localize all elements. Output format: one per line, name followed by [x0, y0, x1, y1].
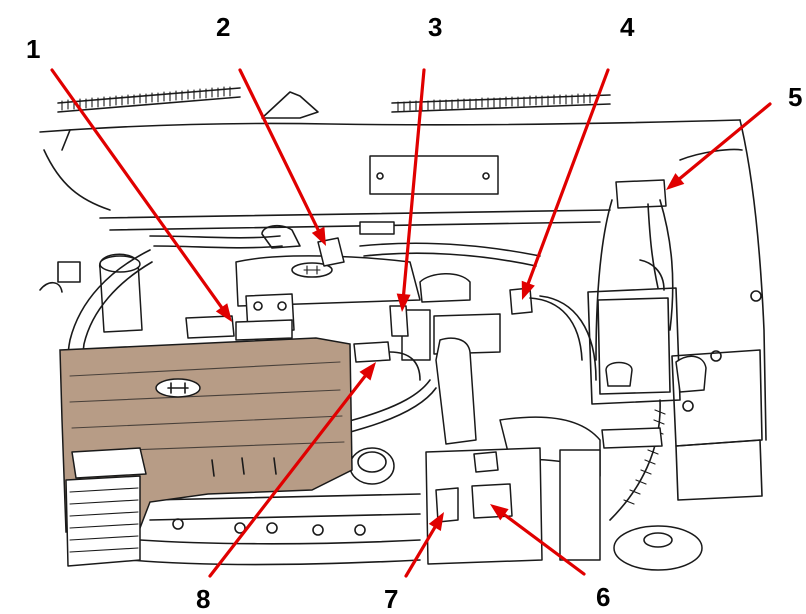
callout-arrow-head-7 [428, 512, 444, 532]
callout-arrow-shaft-7 [404, 525, 437, 578]
throttle-body-left [401, 309, 431, 361]
sensor-2-connector [317, 237, 345, 267]
hose-clamp [601, 427, 663, 449]
cowl-center-bracket [369, 155, 499, 195]
battery-terminal [605, 361, 633, 387]
engine-bay-line-art [39, 86, 767, 571]
hood-grille-strip-left [57, 86, 241, 113]
callout-arrow-shaft-4 [526, 68, 610, 285]
callout-arrow-shaft-8 [208, 374, 367, 578]
callout-arrow-head-5 [666, 173, 685, 190]
fuse-box [671, 349, 763, 447]
callout-arrow-shaft-1 [50, 68, 224, 309]
reservoir-cap [99, 255, 141, 273]
relay-box [675, 439, 763, 501]
callout-label-7: 7 [384, 584, 398, 614]
callout-label-4: 4 [620, 12, 635, 42]
cover-logo-icon [167, 382, 189, 394]
air-intake-duct [65, 447, 147, 567]
callout-arrow-head-8 [359, 362, 376, 381]
callout-arrow-head-1 [215, 303, 232, 322]
callout-arrow-2 [238, 68, 326, 246]
top-connector [359, 221, 395, 235]
right-fender-edge [739, 119, 767, 441]
callout-arrow-8 [208, 362, 376, 578]
sensor-5-connector [615, 179, 667, 209]
left-fender-edge [43, 149, 111, 211]
callout-label-3: 3 [428, 12, 442, 42]
intake-upper [419, 273, 471, 303]
callout-arrow-3 [396, 68, 426, 312]
top-hose-fitting [261, 224, 301, 249]
lower-pipe [559, 449, 601, 561]
callout-arrow-head-3 [396, 293, 411, 312]
callout-label-8: 8 [196, 584, 210, 614]
callout-arrow-head-6 [490, 504, 509, 521]
callout-arrow-1 [50, 68, 232, 322]
callout-arrow-shaft-2 [238, 68, 320, 232]
hood-hinge-bracket [261, 91, 319, 119]
callout-arrow-head-4 [521, 280, 535, 300]
battery-box [587, 287, 681, 405]
callout-arrows [50, 68, 772, 578]
callout-arrow-4 [521, 68, 610, 300]
sensor-1-connector [235, 319, 293, 341]
callout-arrow-shaft-6 [502, 513, 586, 576]
sensor-1-plug [185, 315, 235, 339]
sensor-8-connector [353, 341, 391, 363]
intake-pipe-vertical [435, 337, 477, 445]
callout-label-1: 1 [26, 34, 40, 64]
callout-arrow-shaft-5 [678, 102, 772, 181]
head-logo-oval [291, 262, 333, 278]
callout-label-2: 2 [216, 12, 230, 42]
callout-arrow-5 [666, 102, 772, 190]
callout-arrow-head-2 [311, 226, 326, 246]
radiator-cap [613, 525, 703, 571]
cowl-top-edge [39, 119, 741, 133]
hood-grille-strip-right [391, 93, 611, 113]
wiring-harness [609, 399, 661, 521]
oil-filler-cap [349, 447, 395, 485]
sensor-3-connector [389, 305, 409, 337]
callout-label-6: 6 [596, 582, 610, 612]
callout-label-5: 5 [788, 82, 802, 112]
callout-labels: 1 2 3 4 5 6 7 8 [26, 12, 802, 614]
sensor-6-connector [471, 483, 513, 519]
callout-arrow-6 [490, 504, 586, 576]
callout-arrow-7 [404, 512, 444, 578]
callout-arrow-shaft-3 [402, 68, 426, 296]
sensor-7-connector [435, 487, 459, 523]
